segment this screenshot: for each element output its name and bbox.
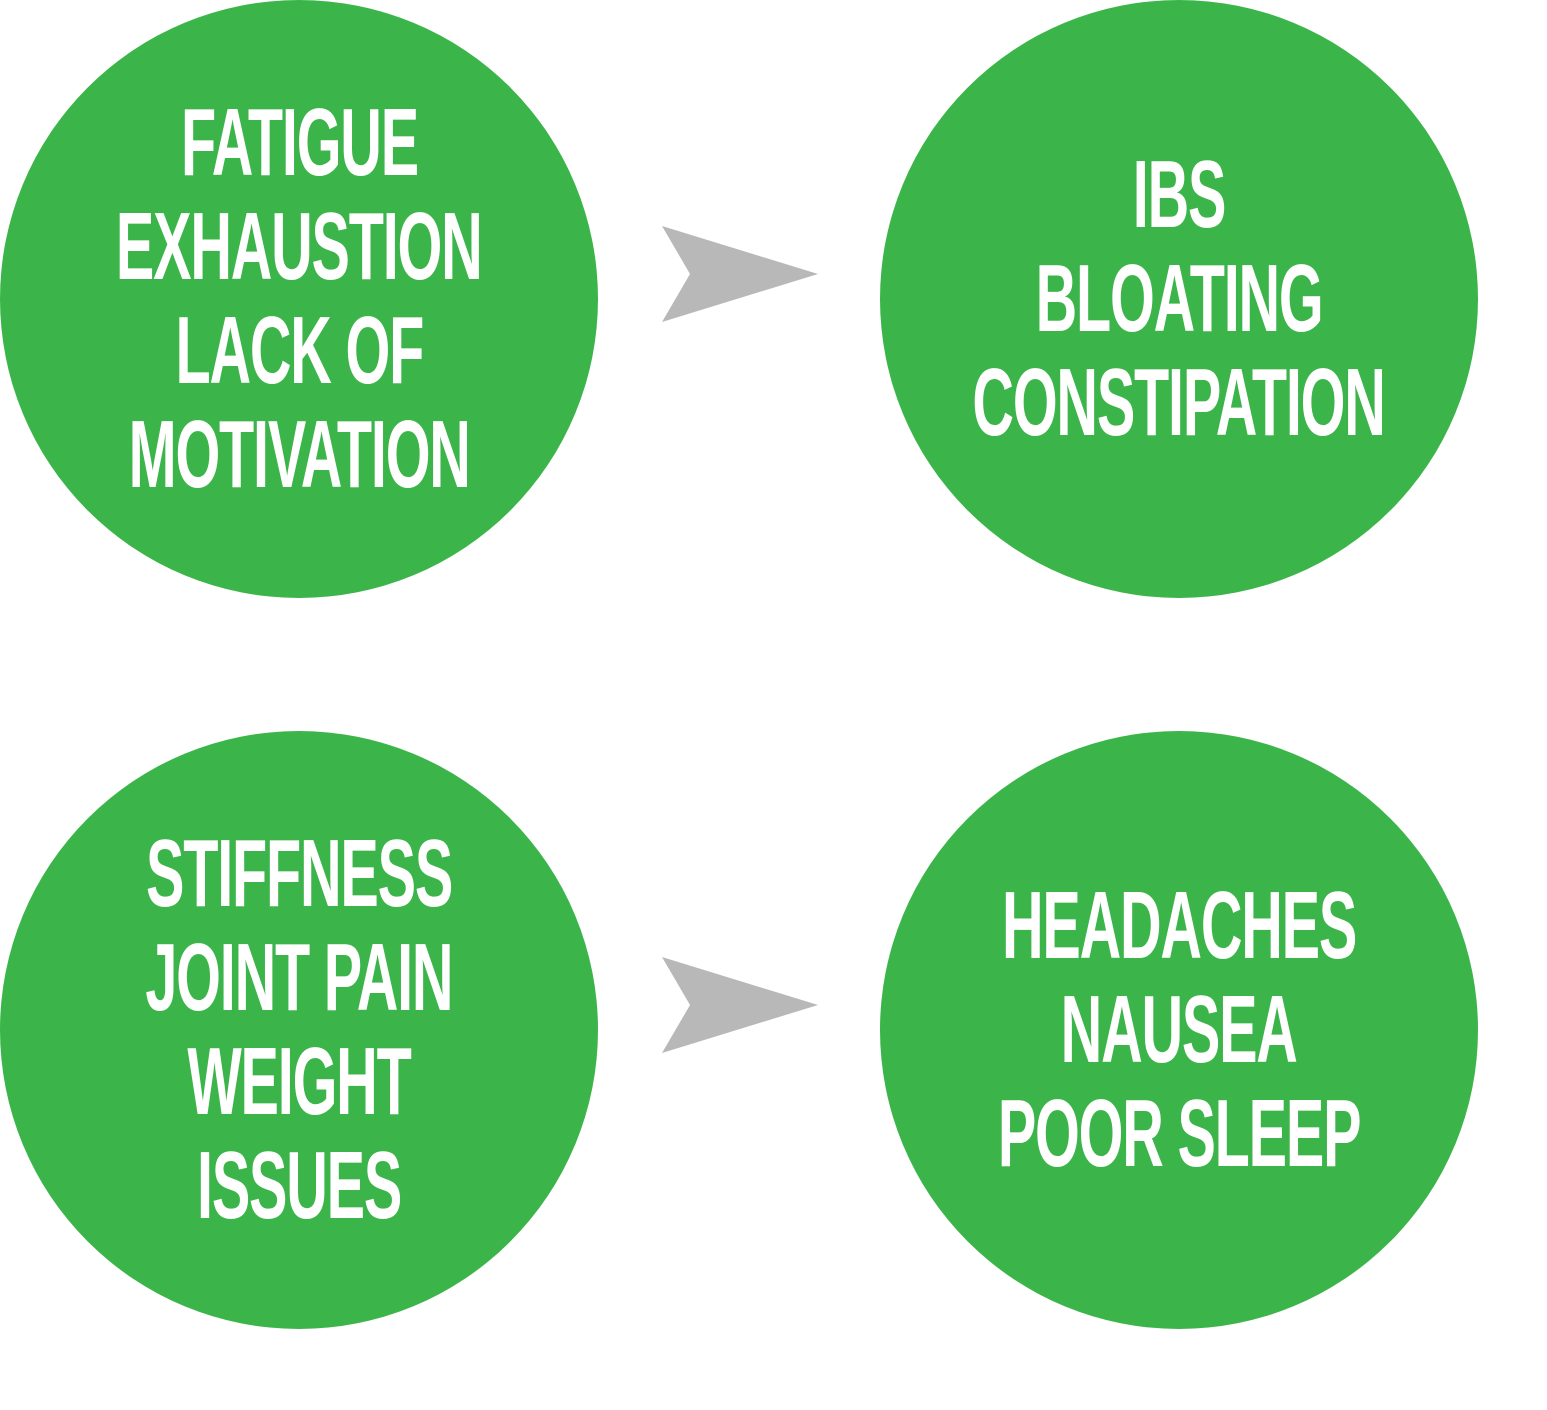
arrow-shape	[662, 226, 818, 322]
circle-text-line: IBS	[1132, 141, 1227, 248]
circle-text-line: MOTIVATION	[128, 401, 470, 508]
symptom-circle-fatigue: FATIGUE EXHAUSTION LACK OF MOTIVATION	[0, 0, 598, 598]
circle-text-line: JOINT PAIN	[145, 924, 454, 1031]
circle-text-line: NAUSEA	[1060, 976, 1298, 1083]
circle-text-line: POOR SLEEP	[997, 1080, 1362, 1187]
circle-text-line: EXHAUSTION	[116, 193, 483, 300]
circle-text-line: STIFFNESS	[145, 820, 453, 927]
symptom-circle-stiffness: STIFFNESS JOINT PAIN WEIGHT ISSUES	[0, 731, 598, 1329]
circle-text-line: WEIGHT	[187, 1028, 411, 1135]
symptom-circle-ibs: IBS BLOATING CONSTIPATION	[880, 0, 1478, 598]
symptom-circle-headaches: HEADACHES NAUSEA POOR SLEEP	[880, 731, 1478, 1329]
circle-text-line: CONSTIPATION	[972, 349, 1386, 456]
arrow-right-icon	[662, 957, 818, 1053]
circle-text-line: FATIGUE	[180, 89, 419, 196]
circle-text-line: HEADACHES	[1001, 872, 1357, 979]
arrow-right-icon	[662, 226, 818, 322]
circle-text-line: LACK OF	[175, 297, 424, 404]
circle-text-line: BLOATING	[1035, 245, 1324, 352]
circle-text-line: ISSUES	[196, 1132, 402, 1239]
arrow-shape	[662, 957, 818, 1053]
